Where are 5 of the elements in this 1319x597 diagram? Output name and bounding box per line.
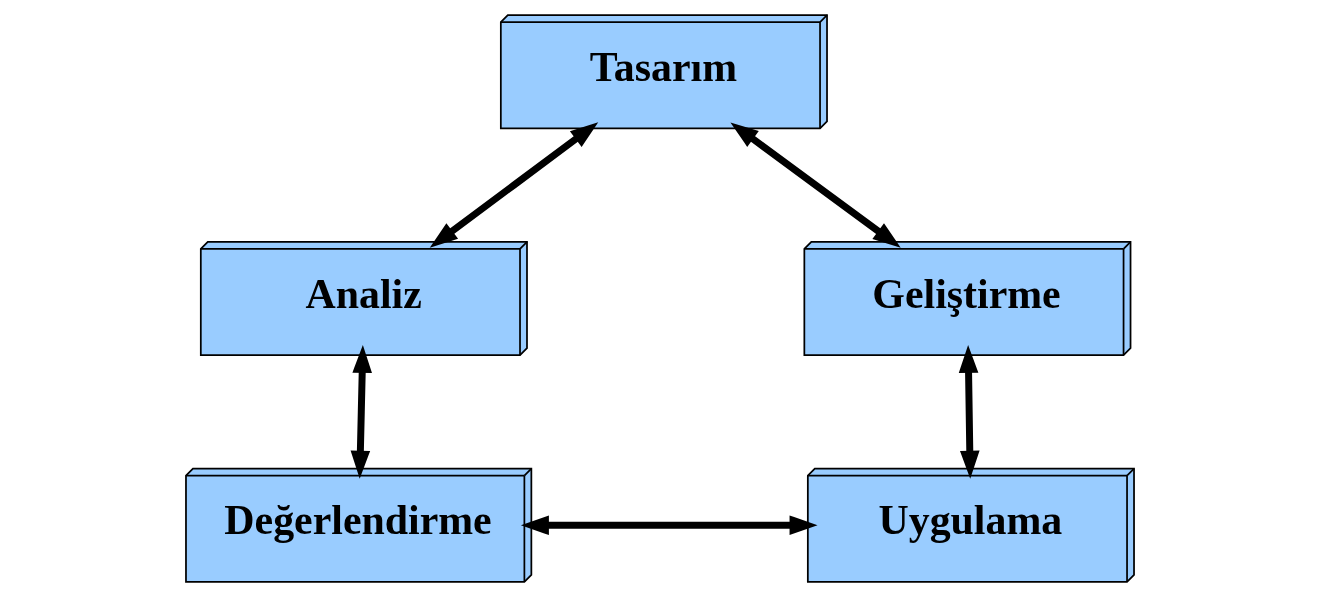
arrow	[729, 122, 901, 248]
arrow	[350, 344, 372, 479]
arrow	[958, 344, 980, 479]
arrow	[429, 122, 598, 248]
arrow	[520, 515, 818, 536]
